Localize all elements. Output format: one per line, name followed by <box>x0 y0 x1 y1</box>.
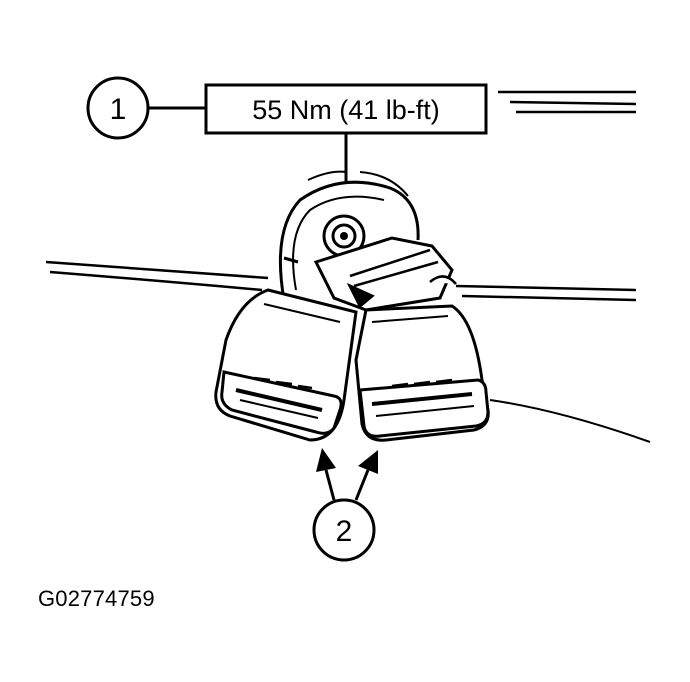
torque-spec-box: 55 Nm (41 lb-ft) <box>204 83 488 135</box>
background-lines <box>45 90 651 443</box>
buckle-arrows <box>316 448 378 501</box>
callout-2: 2 <box>312 498 376 562</box>
left-buckle-icon <box>214 288 358 442</box>
buckle-anchor <box>313 236 457 312</box>
callout-2-number: 2 <box>336 515 353 548</box>
figure-id: G02774759 <box>38 586 155 611</box>
bolt-icon <box>322 214 366 258</box>
callout-1-number: 1 <box>110 93 127 126</box>
torque-spec-label: 55 Nm (41 lb-ft) <box>252 95 440 125</box>
right-buckle-icon <box>354 304 490 442</box>
callout-1: 1 <box>86 76 150 140</box>
